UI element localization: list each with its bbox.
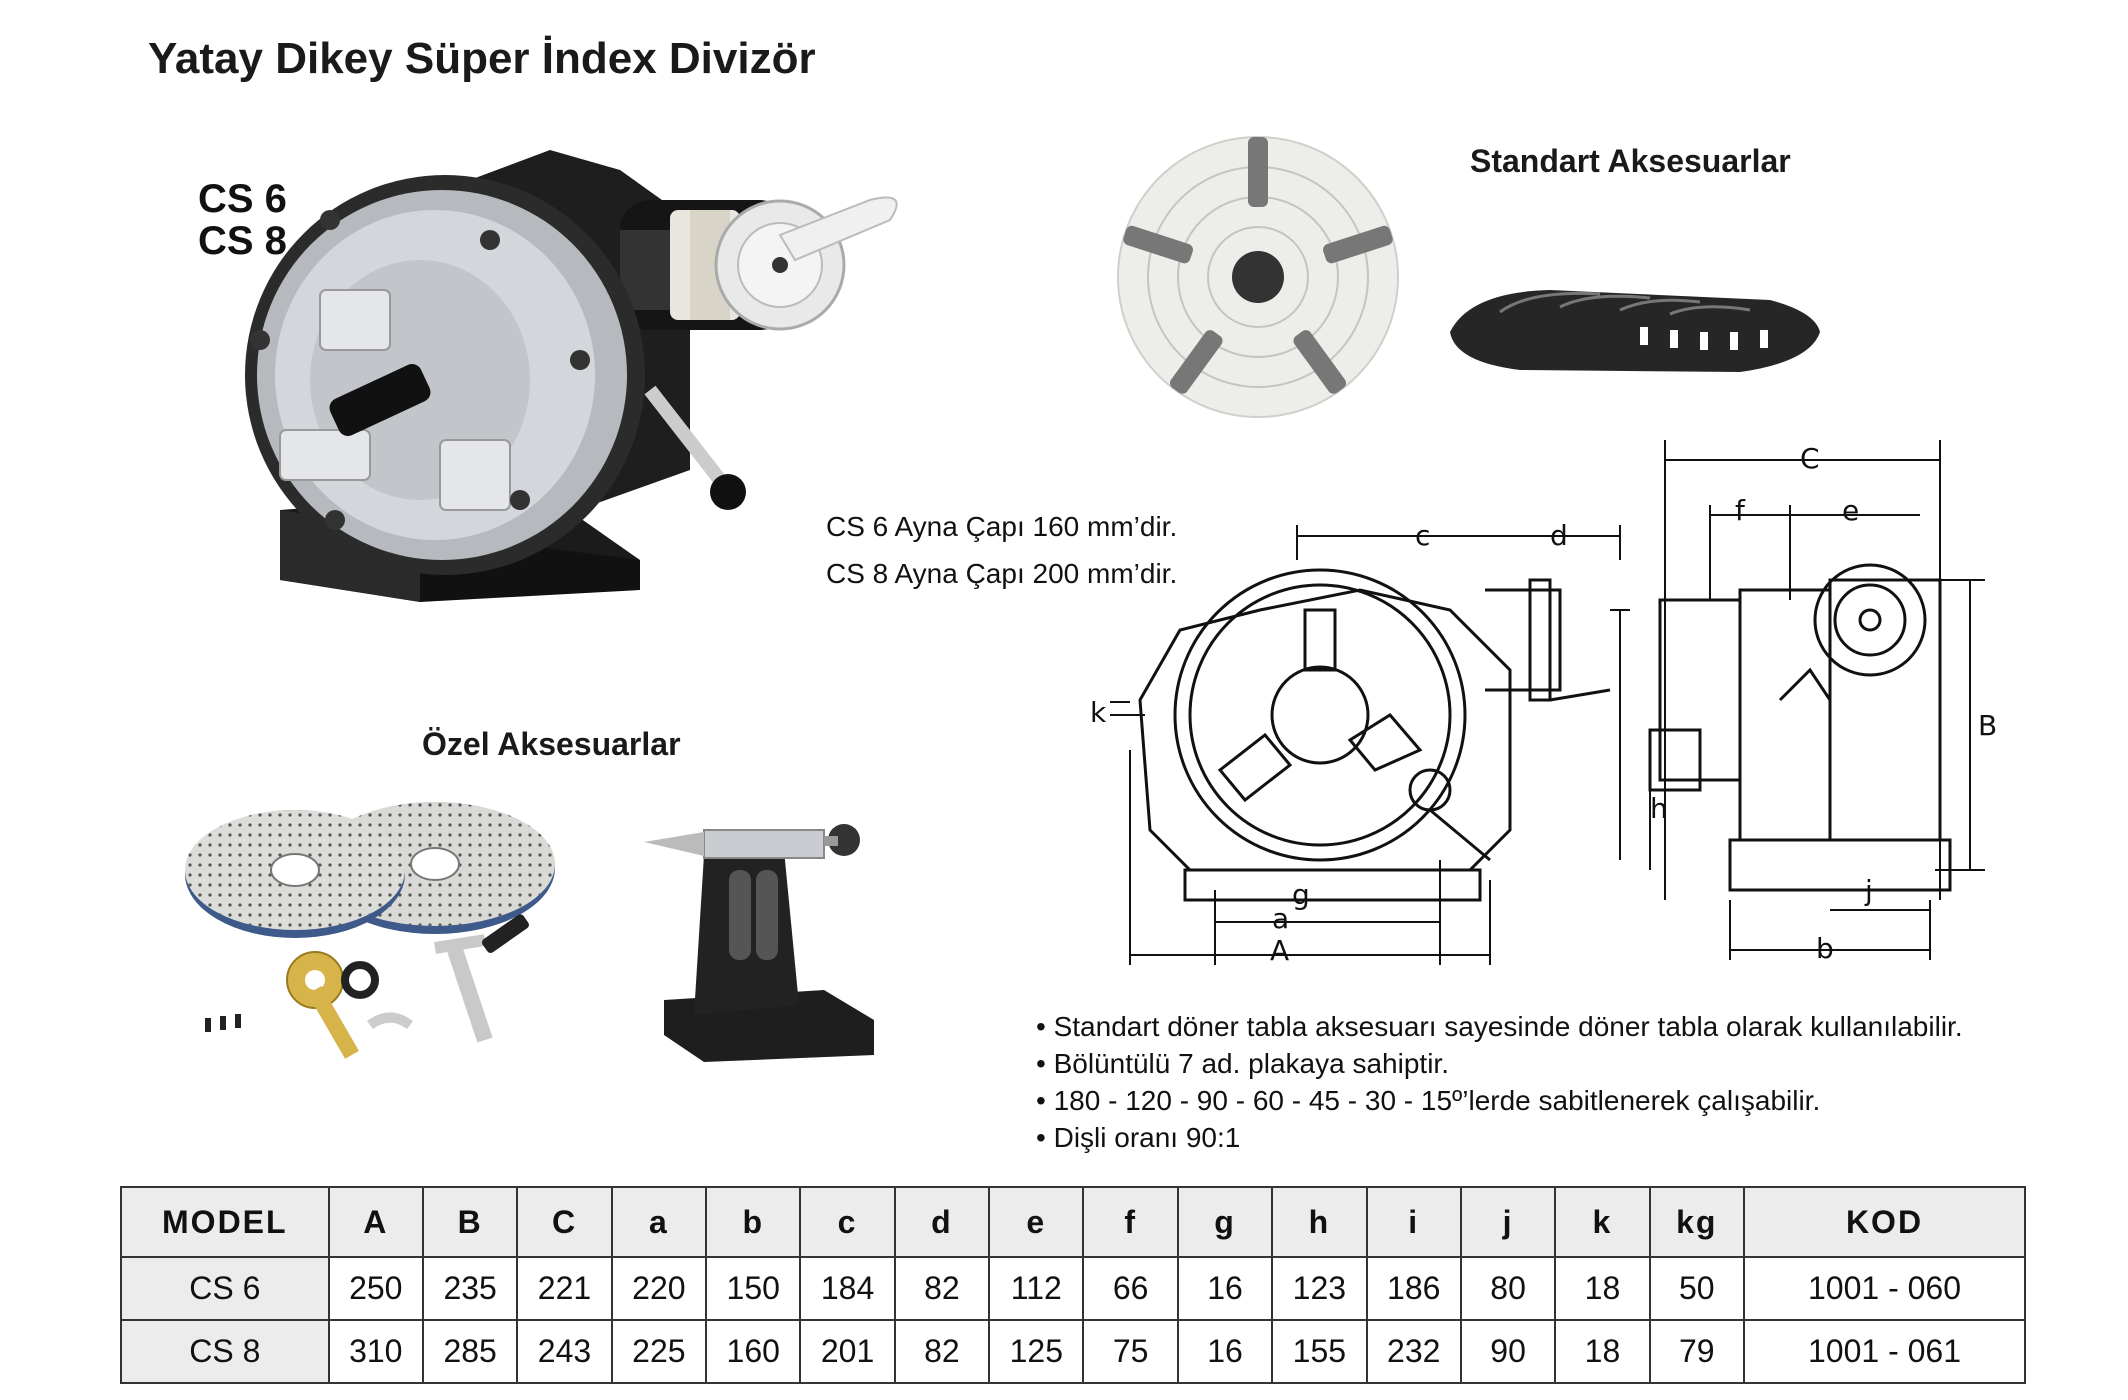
col-header: b	[705, 1186, 802, 1258]
clamping-plates-image	[1450, 290, 1820, 372]
table-cell: 125	[988, 1319, 1085, 1384]
dim-label-B: B	[1978, 709, 1997, 742]
standard-accessories-title: Standart Aksesuarlar	[1470, 143, 1791, 179]
table-cell: 150	[705, 1256, 802, 1321]
chuck-note-cs8: CS 8 Ayna Çapı 200 mm’dir.	[826, 558, 1178, 589]
index-divider-image	[245, 150, 898, 602]
col-header: k	[1554, 1186, 1651, 1258]
table-cell: 79	[1648, 1319, 1745, 1384]
special-accessories-title: Özel Aksesuarlar	[422, 726, 681, 762]
dim-label-h: h	[1650, 792, 1668, 825]
col-header: kg	[1648, 1186, 1745, 1258]
table-cell: 285	[421, 1319, 519, 1384]
col-header: e	[988, 1186, 1085, 1258]
table-cell: 232	[1365, 1319, 1462, 1384]
dimension-diagram: C c d f e k B h g a A j b	[1090, 440, 1997, 967]
dim-label-A: A	[1270, 934, 1289, 967]
table-cell: 123	[1271, 1256, 1368, 1321]
index-plates-image	[185, 802, 555, 1059]
table-row: CS 6 250 235 221 220 150 184 82 112 66 1…	[120, 1256, 2027, 1321]
col-header: h	[1271, 1186, 1368, 1258]
table-cell: 221	[516, 1256, 613, 1321]
table-cell: CS 8	[120, 1319, 330, 1384]
chuck-note-cs6: CS 6 Ayna Çapı 160 mm’dir.	[826, 511, 1178, 542]
model-label-cs8: CS 8	[198, 219, 287, 263]
model-labels: CS 6 CS 8	[198, 178, 287, 262]
table-cell: 225	[610, 1319, 708, 1384]
page-title: Yatay Dikey Süper İndex Divizör	[148, 34, 816, 83]
table-row: CS 8 310 285 243 225 160 201 82 125 75 1…	[120, 1319, 2027, 1384]
dim-label-c: c	[1415, 519, 1430, 552]
col-header: i	[1365, 1186, 1462, 1258]
table-cell: 186	[1365, 1256, 1462, 1321]
table-cell: 18	[1554, 1256, 1651, 1321]
col-header: c	[799, 1186, 896, 1258]
col-header: d	[893, 1186, 991, 1258]
dim-label-a: a	[1272, 902, 1289, 935]
table-cell: 75	[1082, 1319, 1179, 1384]
col-header: KOD	[1742, 1186, 2027, 1258]
table-cell: 82	[893, 1319, 991, 1384]
table-cell: 82	[893, 1256, 991, 1321]
table-cell: 235	[421, 1256, 519, 1321]
table-cell: 155	[1271, 1319, 1368, 1384]
table-cell: 250	[327, 1256, 424, 1321]
col-header: C	[516, 1186, 613, 1258]
feature-item: Dişli oranı 90:1	[1036, 1119, 1963, 1156]
table-cell: 66	[1082, 1256, 1179, 1321]
col-header: A	[327, 1186, 424, 1258]
dim-label-k: k	[1090, 696, 1107, 729]
dim-label-f: f	[1735, 494, 1746, 527]
table-cell: 112	[988, 1256, 1085, 1321]
table-cell: CS 6	[120, 1256, 330, 1321]
table-cell: 18	[1554, 1319, 1651, 1384]
feature-item: Standart döner tabla aksesuarı sayesinde…	[1036, 1008, 1963, 1045]
table-cell: 50	[1648, 1256, 1745, 1321]
tailstock-image	[644, 824, 874, 1062]
table-cell: 243	[516, 1319, 613, 1384]
col-header: f	[1082, 1186, 1179, 1258]
dim-label-g: g	[1292, 878, 1310, 911]
feature-item: Bölüntülü 7 ad. plakaya sahiptir.	[1036, 1045, 1963, 1082]
table-cell: 90	[1459, 1319, 1557, 1384]
rotary-table-plate-image	[1117, 136, 1399, 418]
spec-table: MODEL A B C a b c d e f g h i j k kg KOD…	[120, 1186, 2027, 1384]
feature-list: Standart döner tabla aksesuarı sayesinde…	[1036, 1008, 1963, 1156]
table-cell: 310	[327, 1319, 424, 1384]
col-header: g	[1176, 1186, 1274, 1258]
col-header: B	[421, 1186, 519, 1258]
table-cell: 16	[1176, 1319, 1274, 1384]
table-cell: 184	[799, 1256, 896, 1321]
dim-label-b: b	[1816, 932, 1834, 965]
table-cell: 80	[1459, 1256, 1557, 1321]
col-header: a	[610, 1186, 708, 1258]
dim-label-j: j	[1864, 874, 1873, 907]
model-label-cs6: CS 6	[198, 177, 287, 221]
table-cell: 1001 - 061	[1742, 1319, 2027, 1384]
table-cell: 220	[610, 1256, 708, 1321]
dim-label-C: C	[1800, 442, 1820, 475]
table-header-row: MODEL A B C a b c d e f g h i j k kg KOD	[120, 1186, 2027, 1258]
table-cell: 201	[799, 1319, 896, 1384]
feature-item: 180 - 120 - 90 - 60 - 45 - 30 - 15º’lerd…	[1036, 1082, 1963, 1119]
table-cell: 1001 - 060	[1742, 1256, 2027, 1321]
col-header: MODEL	[120, 1186, 330, 1258]
dim-label-d: d	[1550, 519, 1568, 552]
dim-label-e: e	[1842, 494, 1859, 527]
col-header: j	[1459, 1186, 1557, 1258]
table-cell: 16	[1176, 1256, 1274, 1321]
table-cell: 160	[705, 1319, 802, 1384]
